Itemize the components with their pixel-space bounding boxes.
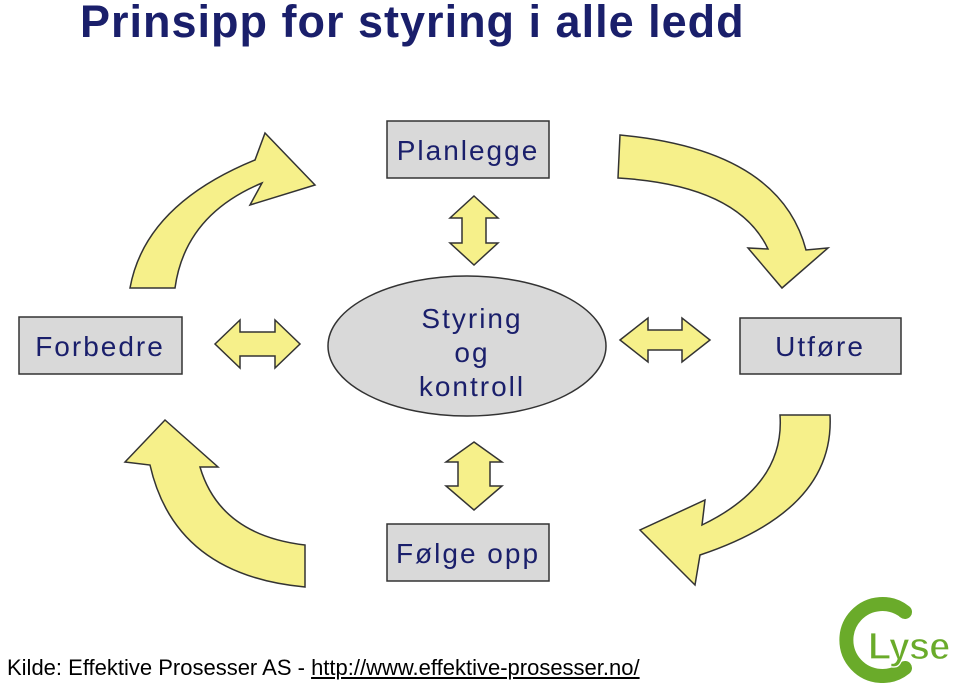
lyse-logo-text: Lyse — [868, 626, 949, 668]
center-label-line-3: kontroll — [419, 371, 525, 402]
double-arrow-vertical-top — [448, 194, 500, 267]
source-credit: Kilde: Effektive Prosesser AS - http://w… — [7, 655, 640, 681]
double-arrow-vertical-bottom — [443, 441, 505, 511]
node-folgeopp-box — [386, 523, 550, 582]
source-prefix: Kilde: Effektive Prosesser AS - — [7, 655, 312, 680]
lyse-logo: Lyse — [839, 597, 951, 683]
node-utfore-box — [739, 317, 902, 375]
center-label-line-1: Styring — [421, 303, 522, 334]
curved-arrow-utfore-to-folgeopp — [638, 414, 831, 587]
node-planlegge-label: Planlegge — [397, 135, 540, 166]
double-arrow-horizontal-right — [618, 316, 712, 364]
node-folgeopp-label: Følge opp — [396, 538, 540, 569]
node-planlegge-box — [386, 120, 550, 179]
node-center-ellipse — [327, 275, 607, 417]
curved-arrow-forbedre-to-planlegge — [129, 131, 317, 289]
node-utfore-label: Utføre — [775, 331, 865, 362]
double-arrow-horizontal-left — [213, 318, 302, 370]
curved-arrow-planlegge-to-utfore — [617, 134, 831, 290]
source-link[interactable]: http://www.effektive-prosesser.no/ — [311, 655, 640, 680]
node-forbedre-label: Forbedre — [35, 331, 165, 362]
page-title: Prinsipp for styring i alle ledd — [80, 0, 745, 47]
curved-arrow-folgeopp-to-forbedre — [123, 418, 306, 588]
center-label-line-2: og — [454, 337, 489, 368]
node-forbedre-box — [18, 316, 183, 375]
